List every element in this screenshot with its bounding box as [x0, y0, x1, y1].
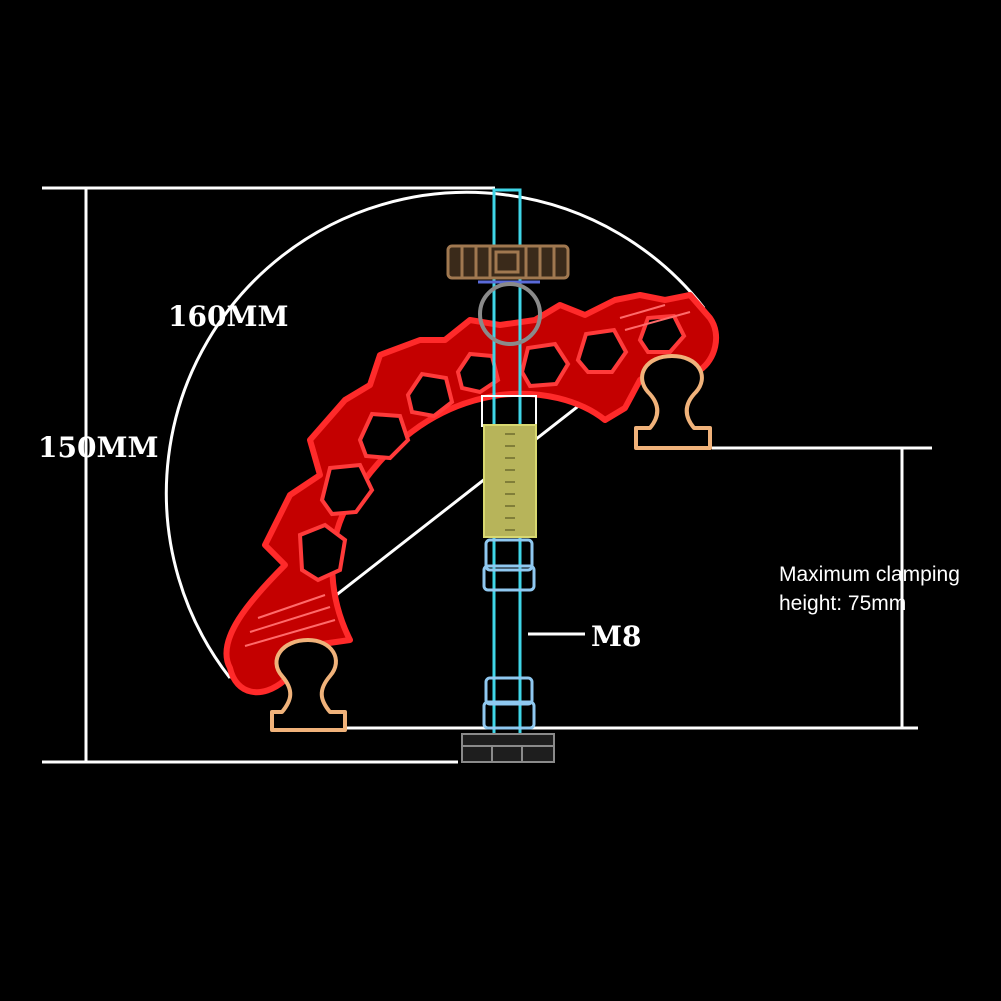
clamp-height-label-line1: Maximum clamping [779, 563, 960, 586]
thread-ticks [505, 433, 515, 531]
guide-block [481, 395, 537, 427]
window-6 [519, 341, 571, 389]
clamp-body-windows [297, 313, 687, 583]
window-8 [637, 313, 687, 354]
upper-nut [482, 538, 536, 592]
height-total-label: 150MM [38, 431, 158, 464]
window-7 [575, 327, 629, 374]
window-1 [297, 522, 348, 583]
washer-ring [478, 282, 542, 346]
thread-section [483, 424, 537, 538]
arc-span-label: 160MM [168, 300, 288, 333]
clamp-height-label-line2: height: 75mm [779, 592, 906, 615]
window-3 [357, 411, 411, 461]
clamp-body-hatching [244, 304, 691, 647]
arc-span-arc [164, 190, 706, 679]
thread-label: M8 [591, 620, 641, 653]
lower-nut [482, 676, 536, 730]
adjust-knob [446, 244, 570, 280]
clamp-body [223, 292, 720, 696]
lower-jaw-pad [270, 638, 347, 732]
jaw-pads [270, 354, 712, 732]
upper-jaw-pad [634, 354, 712, 450]
window-4 [405, 371, 455, 419]
base-plate [461, 733, 555, 763]
window-2 [319, 462, 375, 517]
window-5 [455, 351, 501, 395]
clamp-body-outline [223, 292, 720, 696]
spindle-assembly [446, 188, 570, 763]
